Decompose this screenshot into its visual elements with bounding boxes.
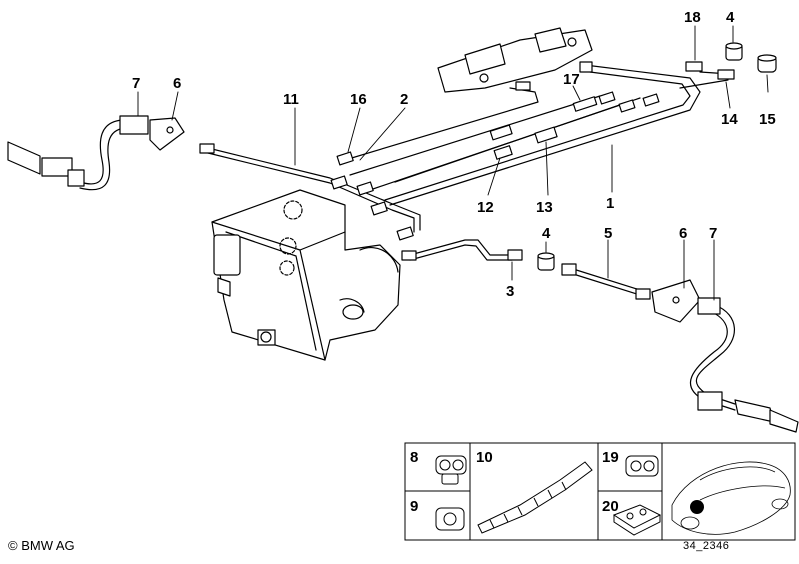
clip-8-drawing — [435, 455, 467, 485]
copyright-owner: BMW AG — [21, 538, 75, 553]
union-nuts — [537, 42, 777, 271]
bracket-10-drawing — [477, 461, 593, 534]
callout-18: 18 — [684, 9, 701, 26]
copyright-notice: © BMW AG — [8, 538, 75, 553]
callout-2: 2 — [400, 91, 408, 108]
callout-6b: 6 — [679, 225, 687, 242]
brake-pipe-5 — [569, 267, 641, 296]
callout-15: 15 — [759, 111, 776, 128]
callout-5: 5 — [604, 225, 612, 242]
inset-label-20: 20 — [602, 498, 619, 515]
brake-hose-right — [651, 279, 799, 433]
callout-12: 12 — [477, 199, 494, 216]
brake-hose-left — [7, 115, 185, 191]
callout-11: 11 — [283, 91, 299, 108]
callout-7: 7 — [132, 75, 140, 92]
inset-labels: 8 10 19 9 20 — [410, 449, 619, 515]
callout-13: 13 — [536, 199, 553, 216]
inset-label-9: 9 — [410, 498, 418, 515]
callout-14: 14 — [721, 111, 738, 128]
inset-label-10: 10 — [476, 449, 493, 466]
clip-9-drawing — [435, 507, 465, 531]
pipe-fittings — [199, 61, 735, 300]
pad-20-drawing — [612, 504, 662, 536]
master-cylinder — [437, 27, 593, 93]
abs-hydraulic-unit — [211, 189, 401, 361]
inset-panel — [404, 442, 796, 541]
callout-4b: 4 — [542, 225, 551, 242]
inset-label-8: 8 — [410, 449, 418, 466]
callout-16: 16 — [350, 91, 367, 108]
callout-labels: 18 4 7 6 17 15 14 11 16 2 12 13 1 4 5 6 … — [132, 9, 776, 300]
copyright-icon: © — [8, 538, 18, 553]
callout-7b: 7 — [709, 225, 717, 242]
callout-4: 4 — [726, 9, 735, 26]
brake-pipe-11 — [207, 147, 421, 233]
location-marker-icon — [690, 500, 704, 514]
leader-lines — [137, 25, 769, 301]
callout-1: 1 — [606, 195, 614, 212]
vehicle-location-drawing — [671, 461, 791, 535]
callout-17: 17 — [563, 71, 580, 88]
brake-pipe-3 — [409, 239, 513, 261]
drawing-id: 34_2346 — [683, 540, 730, 552]
callout-3: 3 — [506, 283, 514, 300]
inset-label-19: 19 — [602, 449, 619, 466]
clip-19-drawing — [625, 455, 659, 477]
callout-6: 6 — [173, 75, 181, 92]
